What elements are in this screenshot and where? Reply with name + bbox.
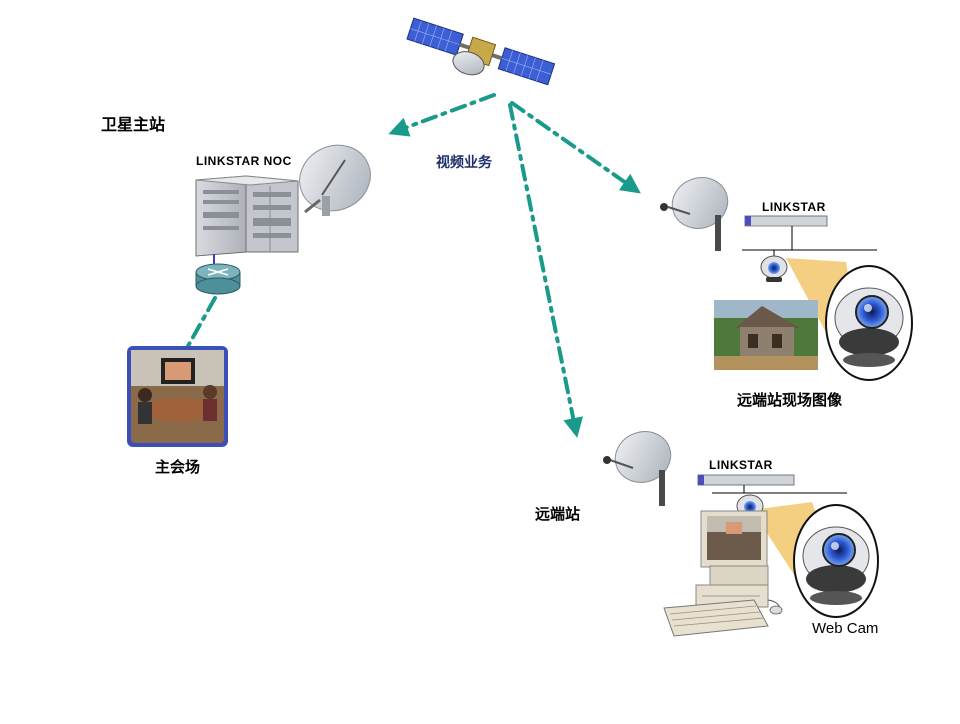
linkstar-bottom-label: LINKSTAR (709, 458, 773, 472)
hub-station-label: 卫星主站 (101, 115, 166, 134)
webcam-label: Web Cam (812, 620, 879, 637)
remote-station-label: 远端站 (535, 505, 581, 523)
webcam-icon (825, 265, 913, 381)
remote-station-bottom (603, 431, 879, 637)
dish-antenna-icon (299, 144, 371, 216)
modem-icon (697, 474, 795, 486)
village-photo (714, 300, 818, 370)
main-venue-label: 主会场 (155, 458, 201, 476)
conference-photo (127, 346, 228, 447)
video-service-label: 视频业务 (436, 155, 492, 171)
satellite-links (186, 93, 641, 438)
link-to-remote-bottom (508, 103, 584, 438)
webcam-icon (760, 255, 788, 282)
computer-icon (663, 510, 783, 637)
server-rack-icon (195, 175, 299, 257)
satellite-icon (406, 17, 556, 86)
router-icon (195, 263, 241, 295)
dish-antenna-icon (603, 431, 672, 506)
webcam-icon (793, 504, 879, 618)
link-to-remote-top (510, 101, 641, 194)
remote-station-top (660, 177, 913, 381)
dish-antenna-icon (660, 177, 729, 251)
link-to-hub (388, 93, 496, 137)
linkstar-top-label: LINKSTAR (762, 200, 826, 214)
link-router-to-venue (186, 296, 217, 348)
noc-label: LINKSTAR NOC (196, 154, 292, 168)
remote-scene-label: 远端站现场图像 (737, 391, 843, 409)
modem-icon (744, 215, 828, 227)
